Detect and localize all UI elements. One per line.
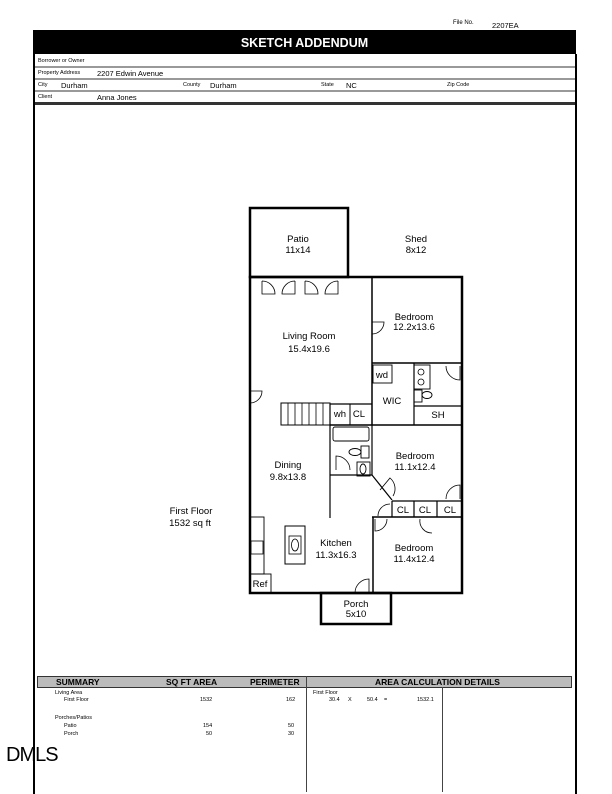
- calc-eq: =: [384, 697, 388, 703]
- calc-b: 50.4: [367, 697, 378, 703]
- county-label: County: [183, 82, 201, 88]
- calc-a: 30.4: [329, 697, 340, 703]
- room-label: Dining: [275, 460, 302, 471]
- summary-row-area: 154: [203, 723, 213, 729]
- floor-area: 1532 sq ft: [169, 518, 211, 529]
- room-label: Patio: [287, 234, 309, 245]
- room-label: Bedroom: [395, 543, 434, 554]
- address-row: Property Address 2207 Edwin Avenue: [35, 67, 575, 80]
- zip-label: Zip Code: [447, 82, 470, 88]
- svg-text:11x14: 11x14: [285, 245, 310, 256]
- calc-result: 1532.1: [417, 697, 434, 703]
- divider: [442, 687, 443, 792]
- client-row: Client Anna Jones: [35, 91, 575, 105]
- svg-text:wd: wd: [375, 370, 388, 381]
- room-label: Kitchen: [320, 538, 352, 549]
- dmls-watermark: DMLS: [6, 744, 59, 766]
- address-label: Property Address: [38, 70, 81, 76]
- divider: [306, 676, 307, 792]
- summary-row-perimeter: 30: [288, 731, 295, 737]
- svg-text:15.4x19.6: 15.4x19.6: [288, 344, 330, 355]
- summary-header-bar: SUMMARY SQ FT AREA PERIMETER AREA CALCUL…: [37, 676, 572, 688]
- file-no-value: 2207EA: [492, 21, 519, 30]
- summary-row-perimeter: 162: [286, 697, 296, 703]
- svg-text:11.3x16.3: 11.3x16.3: [315, 550, 356, 561]
- svg-text:8x12: 8x12: [406, 245, 427, 256]
- city-label: City: [38, 82, 48, 88]
- calc-floor: First Floor: [313, 690, 338, 696]
- borrower-label: Borrower or Owner: [38, 58, 85, 64]
- svg-text:11.1x12.4: 11.1x12.4: [394, 462, 435, 473]
- svg-text:CL: CL: [444, 505, 456, 516]
- address-value: 2207 Edwin Avenue: [97, 69, 164, 78]
- porch-outline: [319, 591, 393, 626]
- borrower-row: Borrower or Owner: [35, 55, 575, 68]
- calc-op: X: [348, 697, 352, 703]
- svg-text:CL: CL: [419, 505, 431, 516]
- svg-text:9.8x13.8: 9.8x13.8: [270, 472, 306, 483]
- svg-text:WIC: WIC: [383, 396, 402, 407]
- state-label: State: [321, 82, 334, 88]
- summary-row-area: 1532: [200, 697, 213, 703]
- floor-label: First Floor: [170, 506, 213, 517]
- county-value: Durham: [210, 81, 237, 90]
- room-label: Bedroom: [396, 451, 435, 462]
- room-label: Living Room: [283, 331, 336, 342]
- svg-text:CL: CL: [397, 505, 409, 516]
- file-no-label: File No.: [453, 20, 474, 26]
- perimeter-header: PERIMETER: [250, 677, 300, 687]
- state-value: NC: [346, 81, 357, 90]
- room-label: Porch: [344, 599, 369, 610]
- svg-text:12.2x13.6: 12.2x13.6: [393, 322, 435, 333]
- summary-row-name: Patio: [64, 723, 77, 729]
- room-label: Shed: [405, 234, 427, 245]
- room-label: Bedroom: [395, 312, 434, 323]
- summary-row-perimeter: 50: [288, 723, 295, 729]
- svg-text:SH: SH: [431, 410, 444, 421]
- summary-row-area: 50: [206, 731, 213, 737]
- porches-label: Porches/Patios: [55, 715, 92, 721]
- svg-text:11.4x12.4: 11.4x12.4: [393, 554, 434, 565]
- living-area-label: Living Area: [55, 690, 83, 696]
- city-value: Durham: [61, 81, 88, 90]
- city-row: City Durham County Durham State NC Zip C…: [35, 79, 575, 92]
- svg-text:Ref: Ref: [253, 579, 268, 590]
- summary-row-name: First Floor: [64, 697, 89, 703]
- page-title: SKETCH ADDENDUM: [33, 30, 576, 54]
- client-label: Client: [38, 94, 53, 100]
- svg-text:5x10: 5x10: [346, 609, 367, 620]
- client-value: Anna Jones: [97, 93, 137, 102]
- summary-row-name: Porch: [64, 731, 79, 737]
- summary-header: SUMMARY: [56, 677, 100, 687]
- calc-header: AREA CALCULATION DETAILS: [375, 677, 500, 687]
- svg-text:wh: wh: [333, 409, 346, 420]
- svg-text:CL: CL: [353, 409, 365, 420]
- form-frame: [33, 54, 577, 794]
- sqft-header: SQ FT AREA: [166, 677, 218, 687]
